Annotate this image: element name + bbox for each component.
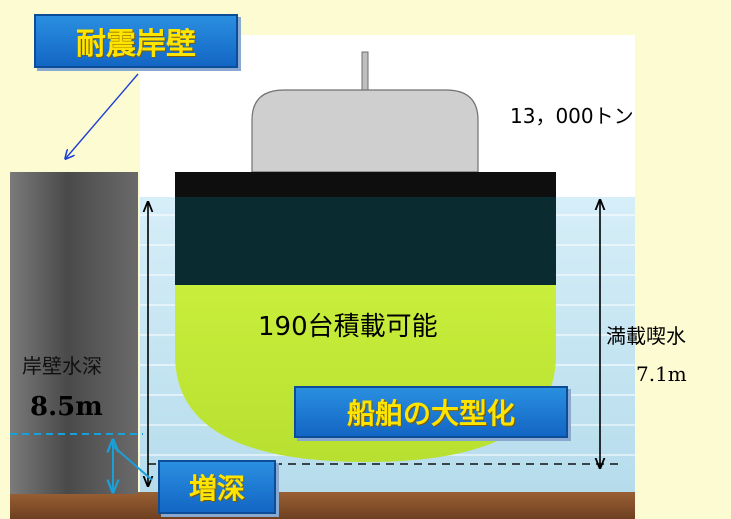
deepening-connector [112,445,153,481]
full-draft-label: 満載喫水 [606,324,686,348]
deepening-banner: 増深 [158,460,276,514]
seismic-quay-banner: 耐震岸壁 [34,14,238,68]
seabed [10,492,635,519]
ship-superstructure [251,89,479,173]
ship-mast [361,51,369,91]
tonnage-label: 13，000トン [510,104,634,128]
ship-deck [175,172,556,197]
quay-depth-label: 岸壁水深 [22,354,102,378]
full-draft-value: 7.1m [636,362,687,386]
quay-depth-value: 8.5m [30,392,103,422]
capacity-label: 190台積載可能 [258,312,438,342]
seismic-quay-pointer [66,73,139,158]
ship-enlargement-banner: 船舶の大型化 [294,386,568,438]
quay-wall [10,172,138,494]
ship-hull-upper [175,197,556,285]
